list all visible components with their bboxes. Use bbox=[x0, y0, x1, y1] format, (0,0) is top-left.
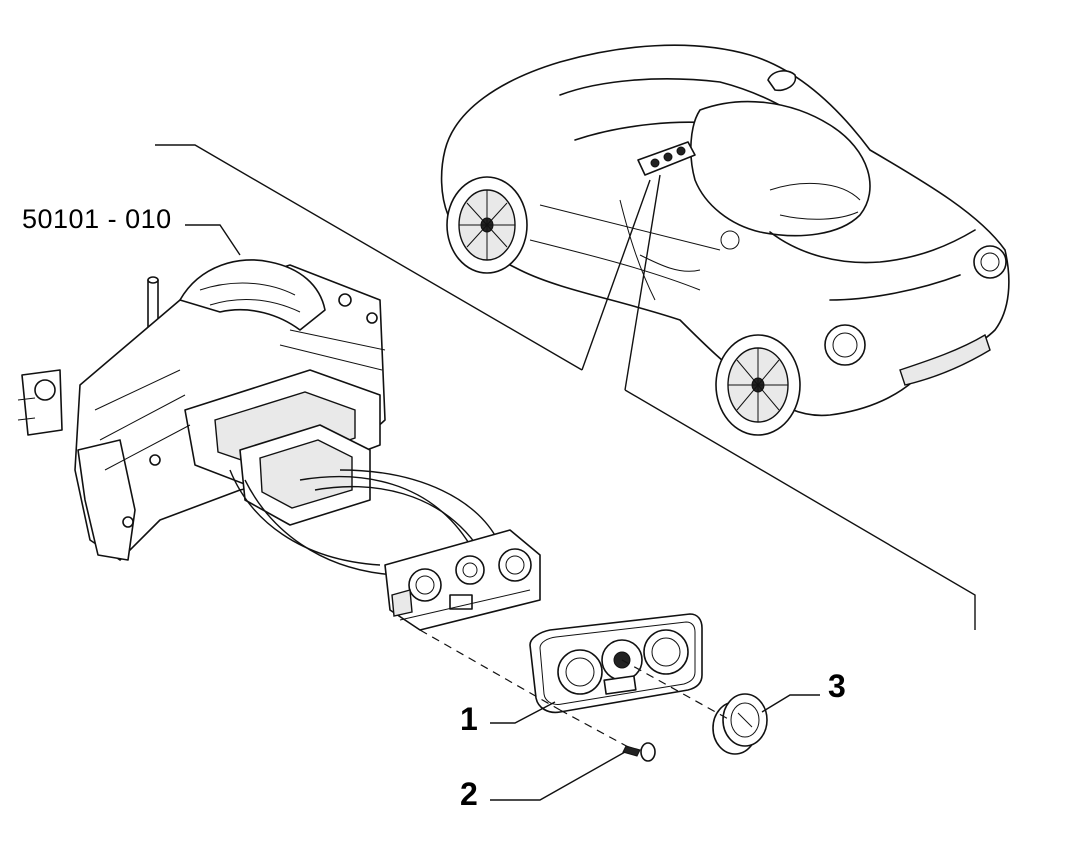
knob-part-3 bbox=[712, 693, 768, 755]
control-panel-part-1 bbox=[529, 613, 703, 714]
rear-wheel bbox=[715, 334, 801, 436]
part-number-1-label: 1 bbox=[460, 701, 478, 737]
control-cables bbox=[229, 469, 501, 576]
control-module-rear bbox=[384, 529, 541, 631]
reference-code-label: 50101 - 010 bbox=[22, 204, 172, 234]
part-number-3-label: 3 bbox=[828, 668, 846, 704]
heater-unit-illustration bbox=[17, 259, 386, 561]
car-illustration bbox=[440, 44, 1010, 436]
leader-lines bbox=[155, 144, 976, 801]
front-wheel bbox=[446, 176, 528, 274]
part-number-2-label: 2 bbox=[460, 776, 478, 812]
screw-part-2 bbox=[622, 742, 656, 762]
